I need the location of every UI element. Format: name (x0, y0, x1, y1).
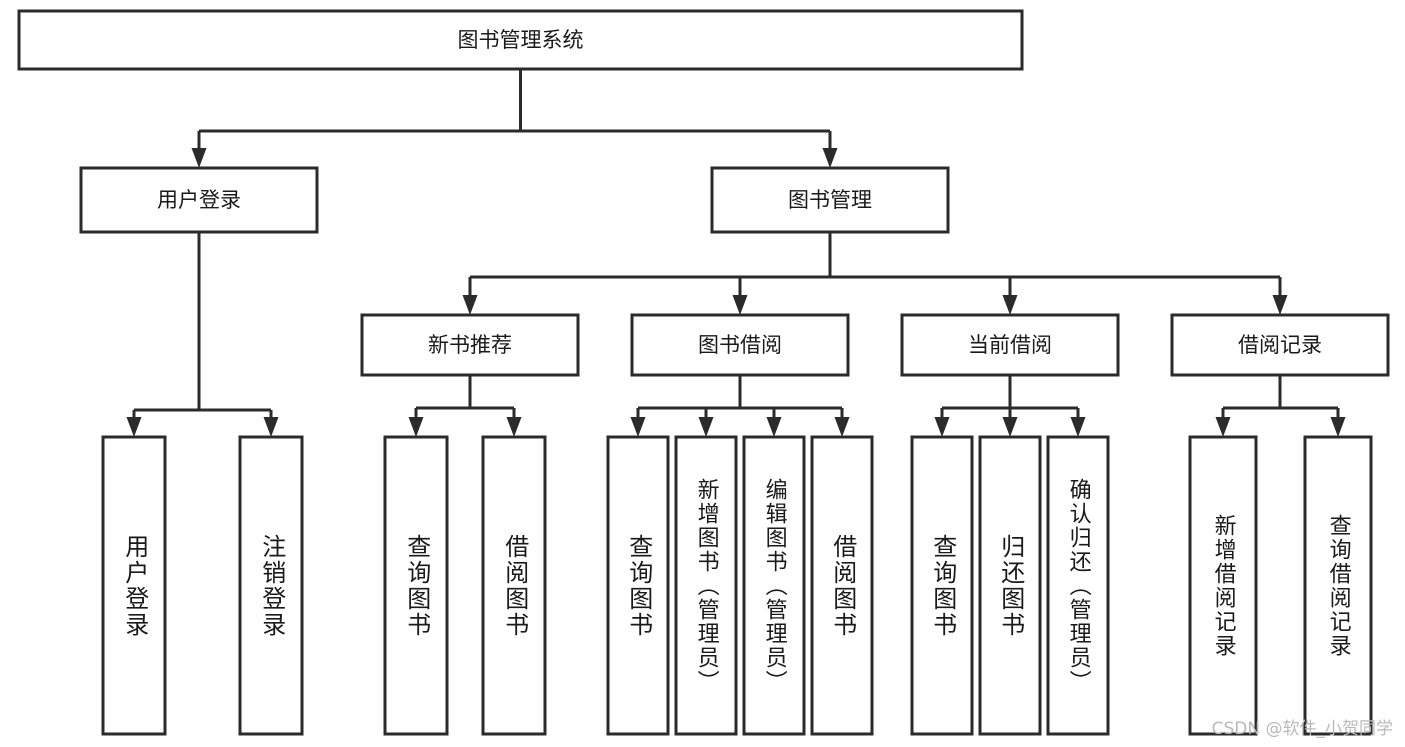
node-label-current-borrow: 当前借阅 (968, 333, 1052, 357)
arrow-head (263, 417, 279, 437)
node-label-user-login: 用户登录 (157, 188, 241, 212)
node-box-leaf-bb-borrow[interactable] (810, 435, 874, 736)
node-label-book-manage: 图书管理 (788, 188, 872, 212)
arrow-head (630, 417, 646, 437)
node-box-borrow-record[interactable] (1170, 313, 1390, 377)
arrow-head (1002, 417, 1018, 437)
arrow-head (698, 417, 714, 437)
arrow-head (1215, 417, 1231, 437)
arrow-head (766, 417, 782, 437)
node-box-leaf-cb-query[interactable] (910, 435, 974, 736)
arrow-head (732, 295, 748, 315)
node-box-root[interactable] (17, 9, 1024, 71)
arrow-head (408, 417, 424, 437)
node-boxes (17, 9, 1390, 736)
arrow-head (834, 417, 850, 437)
node-label-root: 图书管理系统 (458, 28, 584, 52)
arrow-head (191, 148, 207, 168)
node-label-new-book-rec: 新书推荐 (428, 333, 512, 357)
node-box-new-book-rec[interactable] (360, 313, 580, 377)
node-box-leaf-br-add[interactable] (1188, 435, 1258, 736)
node-box-user-login[interactable] (79, 166, 319, 234)
node-box-leaf-rec-query[interactable] (383, 435, 449, 736)
arrow-head (934, 417, 950, 437)
node-box-leaf-br-query[interactable] (1303, 435, 1373, 736)
csdn-watermark: CSDN @软件_小贺同学 (1211, 719, 1393, 739)
node-box-leaf-bb-add[interactable] (674, 435, 738, 736)
arrow-head (1002, 295, 1018, 315)
node-box-leaf-rec-borrow[interactable] (481, 435, 547, 736)
arrow-head (822, 148, 838, 168)
node-box-leaf-cb-confirm[interactable] (1046, 435, 1110, 736)
arrow-head (462, 295, 478, 315)
node-label-borrow-record: 借阅记录 (1238, 333, 1322, 357)
connector-edges (126, 69, 1346, 437)
node-box-current-borrow[interactable] (900, 313, 1120, 377)
arrow-head (1330, 417, 1346, 437)
node-box-leaf-logout[interactable] (238, 435, 304, 736)
node-box-leaf-bb-edit[interactable] (742, 435, 806, 736)
node-label-book-borrow: 图书借阅 (698, 333, 782, 357)
node-box-book-borrow[interactable] (630, 313, 850, 377)
node-box-leaf-user-login[interactable] (101, 435, 167, 736)
node-box-book-manage[interactable] (710, 166, 950, 234)
arrow-head (1070, 417, 1086, 437)
arrow-head (126, 417, 142, 437)
arrow-head (506, 417, 522, 437)
arrow-head (1272, 295, 1288, 315)
node-box-leaf-cb-return[interactable] (978, 435, 1042, 736)
node-box-leaf-bb-query[interactable] (606, 435, 670, 736)
